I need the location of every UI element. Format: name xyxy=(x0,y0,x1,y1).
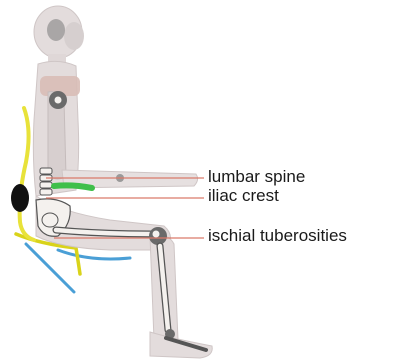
vertebra xyxy=(40,168,52,174)
chair-backrest xyxy=(20,108,34,240)
vertebra xyxy=(40,182,52,188)
chair-leg-rear xyxy=(26,244,74,292)
hip-socket xyxy=(42,213,58,227)
vertebra xyxy=(40,189,52,195)
foot xyxy=(150,332,212,358)
body-silhouette xyxy=(33,6,212,358)
label-iliac-crest: iliac crest xyxy=(208,187,279,204)
face xyxy=(64,22,84,50)
skull-mark xyxy=(47,19,65,41)
knee-joint-highlight xyxy=(153,231,160,238)
shoulder-joint-highlight xyxy=(55,97,62,104)
chair-leg-front xyxy=(58,250,130,259)
iliac-crest-highlight xyxy=(54,185,92,188)
label-lumbar-spine: lumbar spine xyxy=(208,168,305,185)
label-ischial-tuberosities: ischial tuberosities xyxy=(208,227,347,244)
lumbar-support-cushion xyxy=(11,184,29,212)
